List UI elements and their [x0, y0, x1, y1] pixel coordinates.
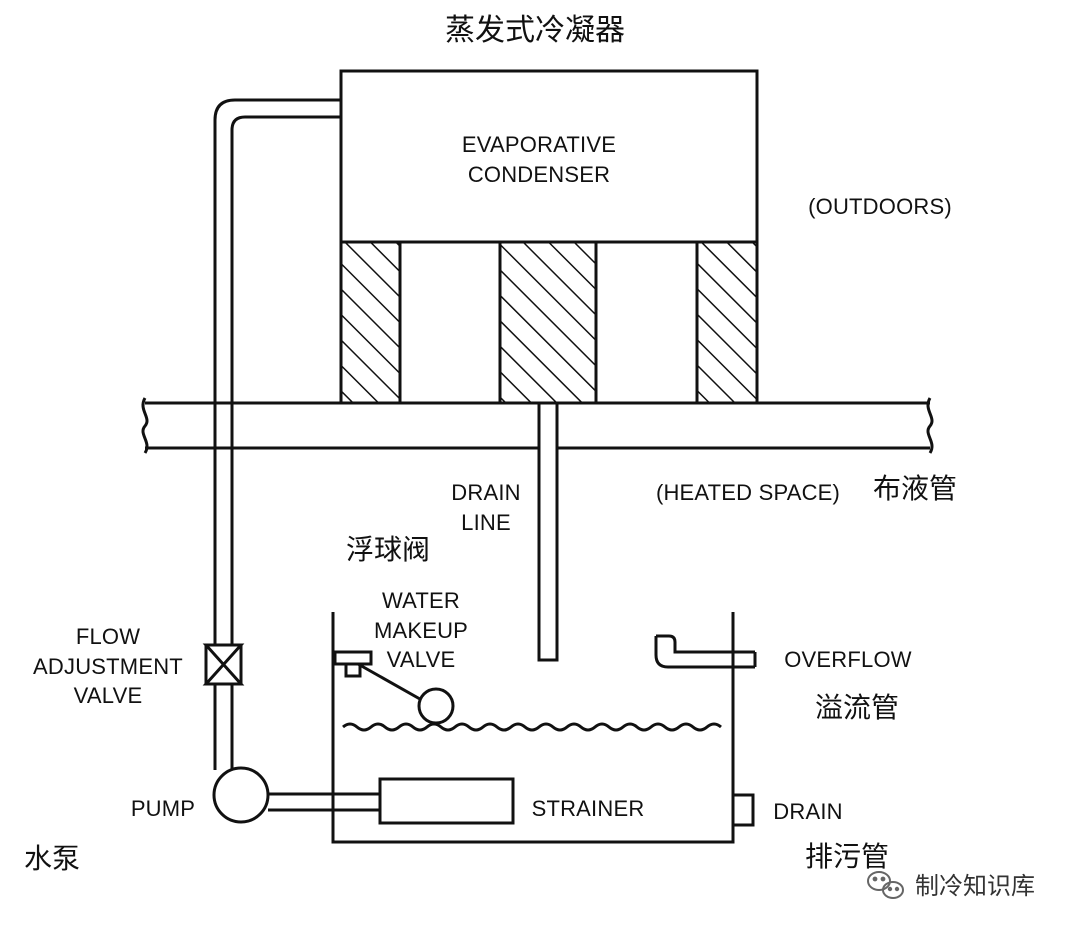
flow-valve-label-2: ADJUSTMENT	[33, 654, 183, 679]
drain-label: DRAIN	[773, 799, 842, 824]
water-makeup-valve	[333, 650, 455, 725]
makeup-valve-label-1: WATER	[382, 588, 460, 613]
flow-valve-label-3: VALVE	[74, 683, 143, 708]
condenser-label-line2: CONDENSER	[468, 162, 610, 187]
water-surface	[342, 722, 722, 732]
wechat-icon	[867, 871, 904, 899]
pump	[212, 766, 270, 824]
strainer	[378, 777, 515, 825]
heated-space-label: (HEATED SPACE)	[656, 480, 840, 505]
support-column-right	[695, 240, 759, 405]
suction-pipe	[268, 792, 380, 812]
drain-line-label-2: LINE	[461, 510, 511, 535]
support-column-center	[498, 240, 598, 405]
overflow-label-cn: 溢流管	[815, 692, 899, 723]
strainer-label: STRAINER	[532, 796, 645, 821]
makeup-valve-label-2: MAKEUP	[374, 618, 468, 643]
overflow-label: OVERFLOW	[784, 647, 912, 672]
flow-valve-label-1: FLOW	[76, 624, 140, 649]
distribution-pipe-label-cn: 布液管	[873, 473, 957, 504]
overflow-pipe	[654, 634, 757, 669]
makeup-valve-label-3: VALVE	[387, 647, 456, 672]
condenser-box	[339, 69, 759, 244]
drain-line	[537, 401, 559, 662]
pump-label-cn: 水泵	[24, 843, 80, 874]
condenser-label-line1: EVAPORATIVE	[462, 132, 616, 157]
drain-fitting	[731, 793, 755, 827]
support-column-left	[339, 240, 402, 405]
float-valve-label-cn: 浮球阀	[346, 534, 430, 565]
supply-pipe	[213, 98, 341, 770]
watermark-text: 制冷知识库	[915, 873, 1035, 900]
outdoors-label: (OUTDOORS)	[808, 194, 952, 219]
water-basin	[331, 612, 735, 844]
pump-label: PUMP	[131, 796, 195, 821]
drain-line-label-1: DRAIN	[451, 480, 520, 505]
watermark: 制冷知识库	[867, 871, 1035, 900]
title-cn: 蒸发式冷凝器	[445, 14, 625, 47]
flow-adjustment-valve	[202, 643, 245, 686]
drain-label-cn: 排污管	[805, 841, 889, 872]
